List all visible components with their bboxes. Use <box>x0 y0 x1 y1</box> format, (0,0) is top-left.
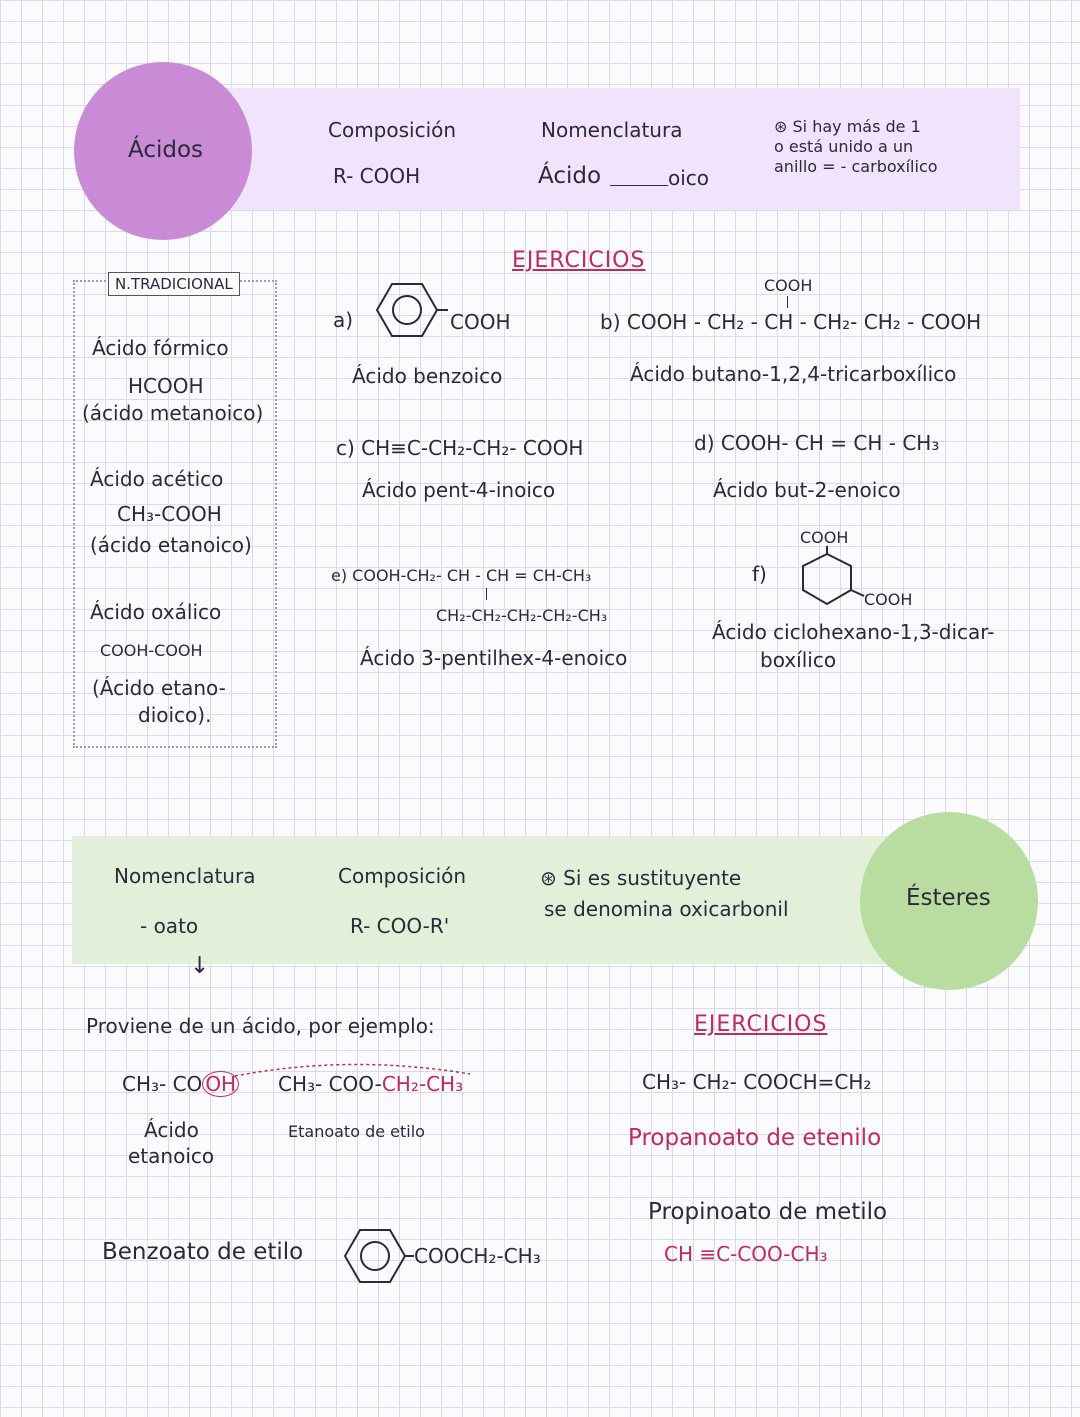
ejercicios-esteres-title: EJERCICIOS <box>694 1012 828 1037</box>
benzoato-group: COOCH₂-CH₃ <box>414 1244 541 1268</box>
acidos-nomenclatura-prefix: Ácido <box>538 163 602 189</box>
acidos-nomenclatura-suffix: oico <box>668 166 710 190</box>
acidos-title: Ácidos <box>128 137 204 163</box>
esteres-title: Ésteres <box>906 885 991 911</box>
down-arrow-icon: ↓ <box>190 953 210 979</box>
ex-b-top: COOH <box>764 276 813 295</box>
acidos-composicion-label: Composición <box>328 118 457 142</box>
ex-f-group-top: COOH <box>800 528 849 547</box>
esteres-note-line1: Si es sustituyente <box>563 866 742 890</box>
esteres-title-circle <box>860 812 1038 990</box>
benzoato-label: Benzoato de etilo <box>102 1239 304 1265</box>
trad-item-2-iupac-line1: (Ácido etano- <box>92 676 226 700</box>
ejemplo-ester: CH₃- COO-CH₂-CH₃ <box>278 1072 463 1097</box>
ex-f-label: f) <box>752 562 767 586</box>
ex-e-name: Ácido 3-pentilhex-4-enoico <box>360 646 628 670</box>
proviene-text: Proviene de un ácido, por ejemplo: <box>86 1014 435 1038</box>
ejemplo-acido-left: CH₃- CO <box>122 1072 203 1096</box>
ex-ester-1-name: Propanoato de etenilo <box>628 1125 882 1151</box>
trad-item-2-formula: COOH-COOH <box>100 641 203 660</box>
ex-f-name-line2: boxílico <box>760 648 837 672</box>
ex-ester-2-name: Propinoato de metilo <box>648 1199 888 1225</box>
ex-c-name: Ácido pent-4-inoico <box>362 478 556 502</box>
trad-item-2-iupac-line2: dioico). <box>138 703 212 727</box>
dashed-link-curve <box>234 1063 471 1077</box>
acidos-note-line1: Si hay más de 1 <box>792 117 921 136</box>
trad-item-1-formula: CH₃-COOH <box>117 502 222 526</box>
ex-ester-1-formula: CH₃- CH₂- COOCH=CH₂ <box>642 1070 872 1094</box>
esteres-note-line2: se denomina oxicarbonil <box>544 897 789 921</box>
asterisk-icon: ⊛ <box>540 866 564 890</box>
ex-ester-2-formula: CH ≡C-COO-CH₃ <box>664 1242 828 1266</box>
acidos-note: ⊛ Si hay más de 1 o está unido a un anil… <box>774 117 938 177</box>
ejemplo-ester-black: CH₃- COO- <box>278 1072 382 1096</box>
acidos-note-line3: anillo = - carboxílico <box>774 157 938 176</box>
ex-b-name: Ácido butano-1,2,4-tricarboxílico <box>630 362 957 386</box>
acidos-header-band <box>120 88 1020 210</box>
trad-item-1-iupac: (ácido etanoico) <box>90 533 252 557</box>
ejemplo-acido-name-line1: Ácido <box>144 1118 199 1142</box>
cyclohexane-ring-icon <box>802 546 865 606</box>
esteres-header-band <box>72 836 972 964</box>
ex-b-bond <box>787 296 788 308</box>
trad-item-0-iupac: (ácido metanoico) <box>82 401 264 425</box>
trad-item-1-name: Ácido acético <box>90 467 224 491</box>
acidos-title-circle <box>74 62 252 240</box>
trad-item-0-name: Ácido fórmico <box>92 336 229 360</box>
asterisk-icon: ⊛ <box>774 117 793 136</box>
ex-a-label: a) <box>333 308 354 332</box>
ex-e-branch: CH₂-CH₂-CH₂-CH₂-CH₃ <box>436 606 608 625</box>
benzene-ring-icon <box>375 283 448 337</box>
esteres-nomenclatura-label: Nomenclatura <box>114 864 256 888</box>
esteres-nomenclatura-suffix: - oato <box>140 914 199 938</box>
acidos-nomenclatura-label: Nomenclatura <box>541 118 683 142</box>
ejemplo-acido-name-line2: etanoico <box>128 1144 215 1168</box>
ex-c-formula: c) CH≡C-CH₂-CH₂- COOH <box>336 436 584 460</box>
ex-d-formula: d) COOH- CH = CH - CH₃ <box>694 431 940 455</box>
ejemplo-ester-name: Etanoato de etilo <box>288 1122 425 1141</box>
trad-item-0-formula: HCOOH <box>128 374 204 398</box>
ex-e-formula: e) COOH-CH₂- CH - CH = CH-CH₃ <box>331 566 592 585</box>
ex-a-group: COOH <box>450 310 511 334</box>
benzene-ring-icon <box>343 1229 414 1283</box>
nomenclatura-blank-line <box>610 185 668 186</box>
ex-a-name: Ácido benzoico <box>352 364 503 388</box>
ex-b-formula: b) COOH - CH₂ - CH - CH₂- CH₂ - COOH <box>600 310 982 334</box>
trad-item-2-name: Ácido oxálico <box>90 600 222 624</box>
ex-f-group-right: COOH <box>864 590 913 609</box>
ejemplo-ester-pink: CH₂-CH₃ <box>381 1072 464 1096</box>
tradicional-label: N.TRADICIONAL <box>108 272 240 296</box>
ejemplo-acido-oh: OH <box>202 1071 240 1097</box>
acidos-composicion-formula: R- COOH <box>333 164 421 188</box>
ex-d-name: Ácido but-2-enoico <box>713 478 901 502</box>
acidos-note-line2: o está unido a un <box>774 137 914 156</box>
ex-f-name-line1: Ácido ciclohexano-1,3-dicar- <box>712 620 995 644</box>
esteres-composicion-formula: R- COO-R' <box>350 914 450 938</box>
esteres-note: ⊛ Si es sustituyente <box>540 866 741 891</box>
ejercicios-acidos-title: EJERCICIOS <box>512 248 646 273</box>
esteres-composicion-label: Composición <box>338 864 467 888</box>
ex-e-bond <box>486 588 487 600</box>
